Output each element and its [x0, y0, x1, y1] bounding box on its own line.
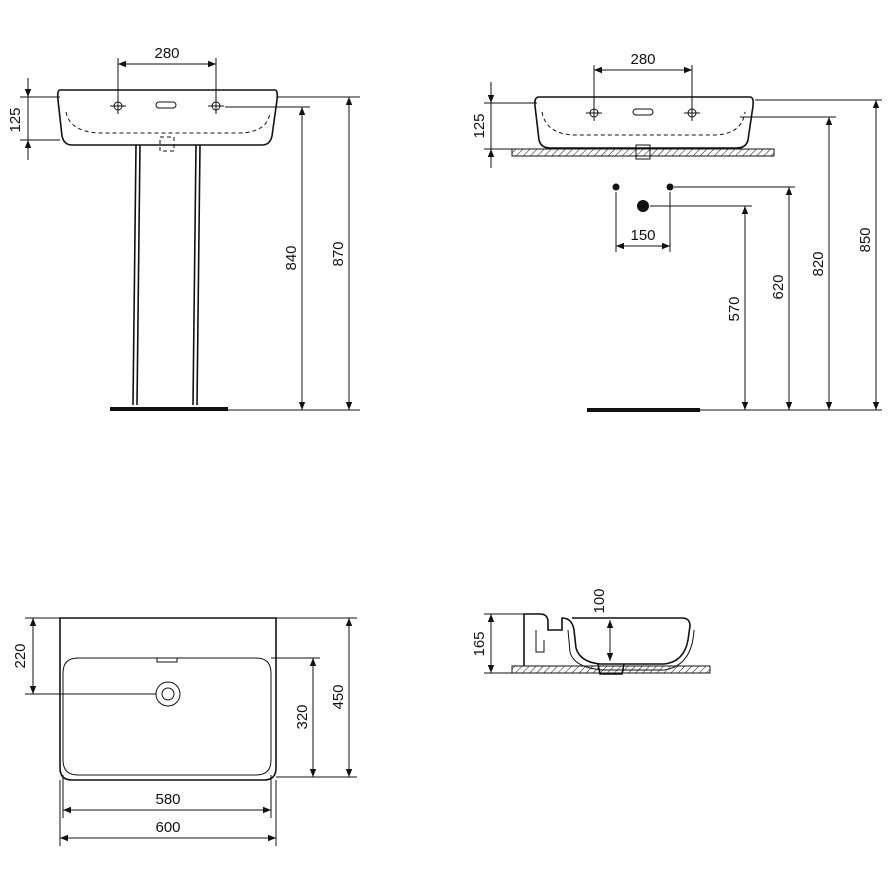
overflow-slot [632, 108, 654, 116]
dim-top-height: 850 [857, 227, 874, 252]
tap-hole-left [110, 98, 126, 114]
basin-outline [534, 96, 754, 149]
basin-inner-dashed [65, 111, 271, 134]
basin-section-inner [535, 629, 695, 671]
dim-rim-height: 840 [283, 245, 300, 270]
dim-total-depth: 450 [330, 684, 347, 709]
tap-hole-left [586, 105, 602, 121]
dim-total-height: 870 [330, 241, 347, 266]
dim-counter-height: 820 [810, 251, 827, 276]
basin-outline [56, 89, 279, 146]
dim-waste-height: 570 [726, 296, 743, 321]
dim-waste-depth: 220 [12, 643, 29, 668]
basin-inner-dashed [541, 111, 746, 136]
dim-bowl-depth: 100 [591, 588, 608, 613]
dim-total-height: 165 [471, 631, 488, 656]
waste-outlet [635, 144, 651, 160]
overflow-slot [155, 101, 177, 109]
dim-bowl-width: 580 [155, 791, 180, 808]
waste-outlet [159, 136, 175, 152]
countertop [511, 148, 775, 157]
dim-waste-spacing: 150 [630, 227, 655, 244]
dim-supply-height: 620 [770, 274, 787, 299]
waste-section [597, 663, 625, 675]
basin-section [523, 613, 691, 666]
dim-tap-spacing: 280 [154, 45, 179, 62]
drain-inner [161, 687, 175, 701]
view-wall-front: 280 125 150 570 620 820 850 [471, 51, 882, 412]
view-side-section: 165 100 [471, 588, 711, 675]
basin-plan-outline [59, 617, 277, 781]
dim-tap-spacing: 280 [630, 51, 655, 68]
view-plan: 220 320 450 580 600 [12, 617, 357, 846]
overflow-slot [156, 658, 178, 663]
dim-bowl-depth: 320 [294, 704, 311, 729]
supply-point-right [666, 183, 674, 191]
tap-hole-right [208, 98, 224, 114]
supply-point-left [612, 183, 620, 191]
drain-outer [155, 681, 181, 707]
dim-total-width: 600 [155, 819, 180, 836]
view-pedestal-front: 280 125 840 870 [7, 45, 360, 411]
pedestal [132, 144, 201, 406]
bowl-plan-outline [62, 657, 272, 776]
waste-point [637, 200, 649, 212]
dim-basin-height: 125 [471, 113, 488, 138]
dim-basin-height: 125 [7, 107, 24, 132]
tap-hole-right [684, 105, 700, 121]
